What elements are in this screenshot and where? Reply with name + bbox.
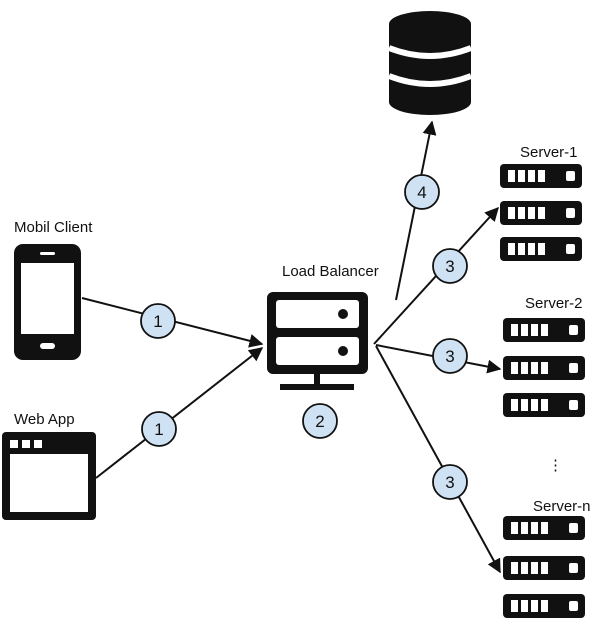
arrow-lb-to-server-n <box>375 345 501 574</box>
database-icon <box>387 11 473 115</box>
server-rack-icon <box>503 516 585 540</box>
load-balancer-icon <box>267 292 368 390</box>
step-marker-web-to-lb: 1 <box>141 411 177 447</box>
server-rack-icon <box>503 393 585 417</box>
server-rack-icon <box>503 356 585 380</box>
step-marker-mobile-to-lb: 1 <box>140 303 176 339</box>
arrow-web-to-lb <box>95 347 264 479</box>
server-rack-icon <box>503 318 585 342</box>
browser-window-icon <box>2 432 96 520</box>
step-marker-lb-to-server-n: 3 <box>432 464 468 500</box>
step-number: 4 <box>417 183 426 202</box>
server-1-label: Server-1 <box>520 144 578 161</box>
server-rack-icon <box>503 594 585 618</box>
server-1-rack <box>500 164 582 261</box>
step-number: 3 <box>445 473 454 492</box>
more-servers-ellipsis: ⋮ <box>548 457 563 474</box>
server-rack-icon <box>500 201 582 225</box>
step-number: 3 <box>445 257 454 276</box>
step-marker-lb-to-server-2: 3 <box>432 338 468 374</box>
step-marker-lb-to-db: 4 <box>404 174 440 210</box>
server-2-rack <box>503 318 585 417</box>
step-marker-lb-process: 2 <box>302 403 338 439</box>
step-number: 2 <box>315 412 324 431</box>
load-balancer-label: Load Balancer <box>282 263 379 280</box>
server-n-rack <box>503 516 585 618</box>
server-rack-icon <box>500 237 582 261</box>
server-rack-icon <box>503 556 585 580</box>
server-rack-icon <box>500 164 582 188</box>
server-n-label: Server-n <box>533 498 591 515</box>
server-2-label: Server-2 <box>525 295 583 312</box>
web-app-label: Web App <box>14 411 75 428</box>
arrow-lb-to-db <box>395 120 437 301</box>
step-number: 1 <box>153 312 162 331</box>
mobile-client-label: Mobil Client <box>14 219 93 236</box>
step-marker-lb-to-server-1: 3 <box>432 248 468 284</box>
mobile-phone-icon <box>14 244 81 360</box>
step-number: 3 <box>445 347 454 366</box>
step-number: 1 <box>154 420 163 439</box>
